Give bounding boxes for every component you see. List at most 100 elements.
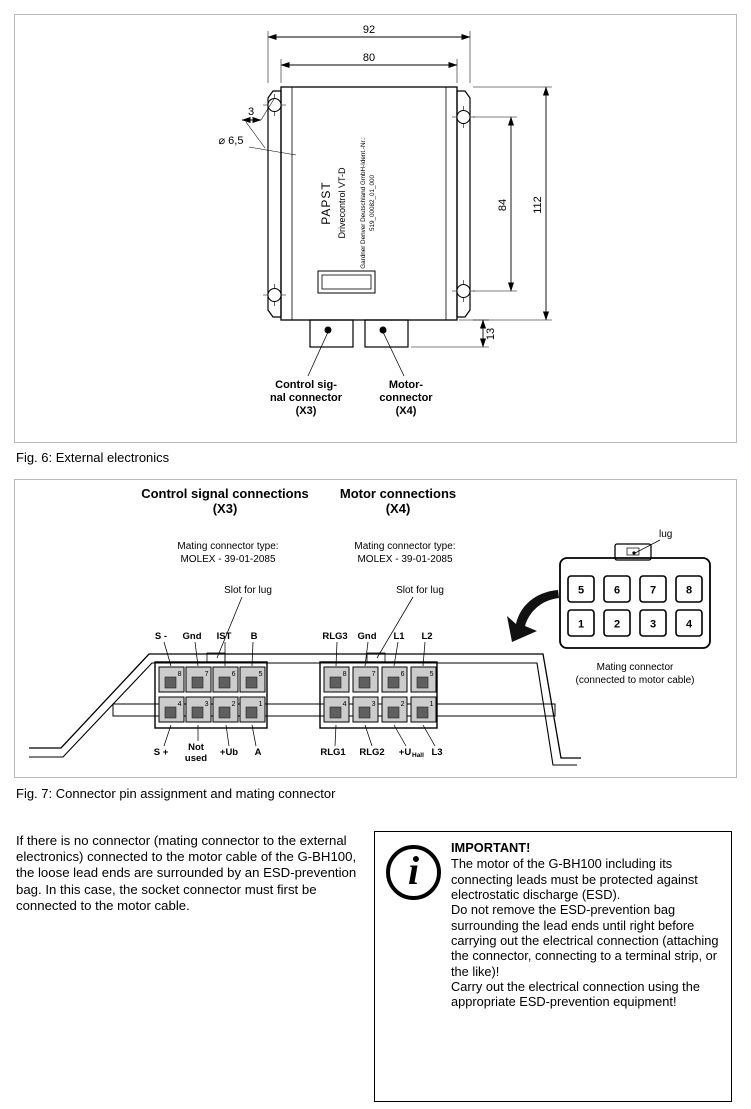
figure-6-caption: Fig. 6: External electronics (16, 450, 170, 465)
x3-slot-for-lug-label: Slot for lug (224, 585, 272, 596)
x4-label-rlg3: RLG3 (322, 631, 347, 642)
dimension-hole-dia: ⌀ 6,5 (219, 135, 297, 156)
figure-7-drawing: Control signal connections (X3) Motor co… (14, 479, 737, 778)
mounting-hole-top-right (452, 106, 475, 128)
x3-label-used: used (185, 753, 207, 764)
x4-label-rlg2: RLG2 (359, 747, 384, 758)
x3-label-a: A (255, 747, 262, 758)
svg-text:2: 2 (401, 701, 405, 708)
mating-connector-drawing: 5 6 7 8 1 2 3 4 (559, 543, 711, 649)
mating-pin-2: 2 (603, 609, 631, 637)
x4-label-uhall-subscript: Hall (412, 752, 424, 759)
x4-label-uhall: +U (399, 747, 412, 758)
dimension-92: 92 (267, 24, 471, 83)
svg-text:3: 3 (372, 701, 376, 708)
x3-pin-8: 8 (158, 666, 185, 693)
x3-label-not: Not (188, 742, 205, 753)
svg-text:7: 7 (650, 585, 656, 597)
device-model: Drivecontrol VT-D (337, 167, 347, 239)
x4-mating-type-line1: Mating connector type: (354, 541, 455, 552)
svg-text:2: 2 (614, 619, 620, 631)
mating-pin-3: 3 (639, 609, 667, 637)
mating-pin-1: 1 (567, 609, 595, 637)
mating-pin-8: 8 (675, 575, 703, 603)
x4-pin-2: 2 (381, 696, 408, 723)
svg-text:7: 7 (372, 671, 376, 678)
x4-pin-6: 6 (381, 666, 408, 693)
x3-pin-7: 7 (185, 666, 212, 693)
x4-lug-slot (366, 652, 386, 664)
svg-text:4: 4 (178, 701, 182, 708)
svg-text:8: 8 (343, 671, 347, 678)
x3-pin-2: 2 (212, 696, 239, 723)
svg-text:1: 1 (578, 619, 584, 631)
x4-pin-1: 1 (410, 696, 437, 723)
dim-112-label: 112 (532, 196, 544, 214)
svg-text:4: 4 (686, 619, 693, 631)
x3-title: Control signal connections (141, 486, 309, 501)
x4-mating-type-line2: MOLEX - 39-01-2085 (357, 554, 452, 565)
important-paragraph-1: The motor of the G-BH100 including its c… (451, 856, 698, 903)
svg-text:8: 8 (178, 671, 182, 678)
x3-pin-1: 1 (239, 696, 266, 723)
dim-84-label: 84 (497, 199, 509, 211)
x3-label-ist: IST (217, 631, 232, 642)
x3-label-s-minus: S - (155, 631, 167, 642)
svg-text:1: 1 (259, 701, 263, 708)
svg-text:6: 6 (401, 671, 405, 678)
x3-label-leaders (163, 641, 257, 747)
dimension-3: 3 (241, 98, 275, 149)
x3-label-gnd: Gnd (183, 631, 202, 642)
x4-pin-7: 7 (352, 666, 379, 693)
important-paragraph-2: Do not remove the ESD-prevention bag sur… (451, 902, 719, 979)
dim-80-label: 80 (363, 52, 375, 64)
dim-3-label: 3 (248, 106, 254, 118)
dimension-112: 112 (473, 86, 552, 321)
x4-pin-4: 4 (323, 696, 350, 723)
control-connector-label-line3: (X3) (296, 405, 317, 417)
x4-pin-3: 3 (352, 696, 379, 723)
body-paragraph: If there is no connector (mating connect… (16, 833, 357, 913)
info-icon: i (386, 845, 441, 900)
connector-leader-lines (307, 331, 405, 377)
x3-pin-6: 6 (212, 666, 239, 693)
important-title: IMPORTANT! (451, 840, 531, 855)
x4-pin-5: 5 (410, 666, 437, 693)
figure-6-drawing: PAPST Drivecontrol VT-D Gardner Denver D… (14, 14, 737, 443)
mating-pin-6: 6 (603, 575, 631, 603)
svg-text:5: 5 (430, 671, 434, 678)
x3-pin-3: 3 (185, 696, 212, 723)
x4-label-rlg1: RLG1 (320, 747, 346, 758)
dim-dia-label: ⌀ 6,5 (219, 135, 244, 147)
connector-x3-dot (324, 326, 332, 334)
x4-pin-block: 8 7 6 5 4 3 2 1 (319, 652, 438, 729)
device-brand: PAPST (319, 181, 333, 224)
mounting-hole-top-left (263, 94, 286, 116)
motor-connector-label-line1: Motor- (389, 379, 424, 391)
dimension-84: 84 (473, 116, 517, 292)
x4-label-gnd: Gnd (358, 631, 377, 642)
important-notice-box: i IMPORTANT! The motor of the G-BH100 in… (374, 831, 732, 1102)
x3-label-s-plus: S + (154, 747, 169, 758)
dimension-80: 80 (280, 52, 458, 83)
info-icon-glyph: i (407, 847, 420, 893)
svg-text:5: 5 (259, 671, 263, 678)
mounting-hole-bottom-right (452, 280, 475, 302)
svg-text:3: 3 (205, 701, 209, 708)
mating-pin-7: 7 (639, 575, 667, 603)
control-connector-label-line1: Control sig- (275, 379, 337, 391)
x4-label-l1: L1 (393, 631, 405, 642)
x3-label-ub: +Ub (220, 747, 238, 758)
connector-x4-dot (379, 326, 387, 334)
slot-leader-lines (216, 596, 414, 659)
figure-7-caption: Fig. 7: Connector pin assignment and mat… (16, 786, 336, 801)
device-ident-line1: Gardner Denver Deutschland GmbH-Ident.-N… (360, 137, 367, 269)
mounting-hole-bottom-left (263, 284, 286, 306)
svg-text:2: 2 (232, 701, 236, 708)
svg-text:1: 1 (430, 701, 434, 708)
svg-text:6: 6 (232, 671, 236, 678)
dimension-13: 13 (411, 319, 497, 348)
device-ident-line2: 519_00082_01_000 (369, 174, 376, 231)
x4-label-l2: L2 (421, 631, 432, 642)
x3-mating-type-line2: MOLEX - 39-01-2085 (180, 554, 275, 565)
